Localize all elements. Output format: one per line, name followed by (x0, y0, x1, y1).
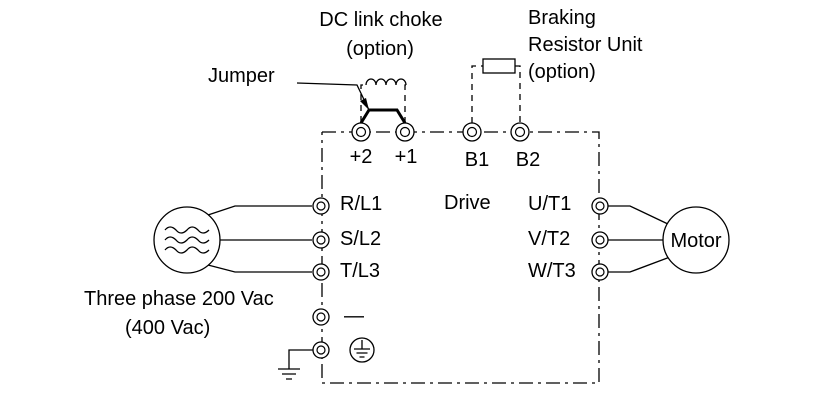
terminal-w-t3 (591, 263, 609, 281)
terminal-s-l2 (312, 231, 330, 249)
dc-link-choke-label: DC link choke (319, 9, 442, 31)
braking-resistor-symbol (471, 58, 521, 123)
braking-resistor-unit-label: Resistor Unit (528, 34, 643, 56)
terminal-u-t1-label: U/T1 (528, 193, 571, 215)
terminal-b1-label: B1 (465, 149, 489, 171)
braking-resistor-label: Braking (528, 7, 596, 29)
terminal-s-l2-label: S/L2 (340, 228, 381, 250)
protective-ground-icon (349, 337, 375, 363)
terminal-t-l3 (312, 263, 330, 281)
jumper-symbol (296, 82, 407, 124)
terminal-r-l1-label: R/L1 (340, 193, 382, 215)
terminal-b2 (510, 122, 530, 142)
terminal-w-t3-label: W/T3 (528, 260, 576, 282)
terminal-b2-label: B2 (516, 149, 540, 171)
terminal-v-t2-label: V/T2 (528, 228, 570, 250)
terminal-plus1-label: +1 (395, 146, 418, 168)
terminal-dc-minus (312, 308, 330, 326)
terminal-b1 (462, 122, 482, 142)
drive-label: Drive (444, 192, 491, 214)
ac-supply-symbol (153, 205, 312, 274)
dc-link-choke-option-label: (option) (346, 38, 414, 60)
terminal-plus2 (351, 122, 371, 142)
terminal-plus2-label: +2 (350, 146, 373, 168)
motor-label: Motor (670, 230, 721, 252)
terminal-t-l3-label: T/L3 (340, 260, 380, 282)
motor-symbol (608, 205, 730, 274)
dc-link-choke-symbol (360, 78, 407, 122)
earth-ground-symbol (278, 349, 313, 380)
braking-resistor-option-label: (option) (528, 61, 596, 83)
supply-voltage-alt-label: (400 Vac) (125, 317, 210, 339)
terminal-u-t1 (591, 197, 609, 215)
terminal-plus1 (395, 122, 415, 142)
terminal-r-l1 (312, 197, 330, 215)
supply-label: Three phase 200 Vac (84, 288, 274, 310)
terminal-ground (312, 341, 330, 359)
dc-minus-label: — (344, 305, 364, 327)
jumper-label: Jumper (208, 65, 275, 87)
terminal-v-t2 (591, 231, 609, 249)
